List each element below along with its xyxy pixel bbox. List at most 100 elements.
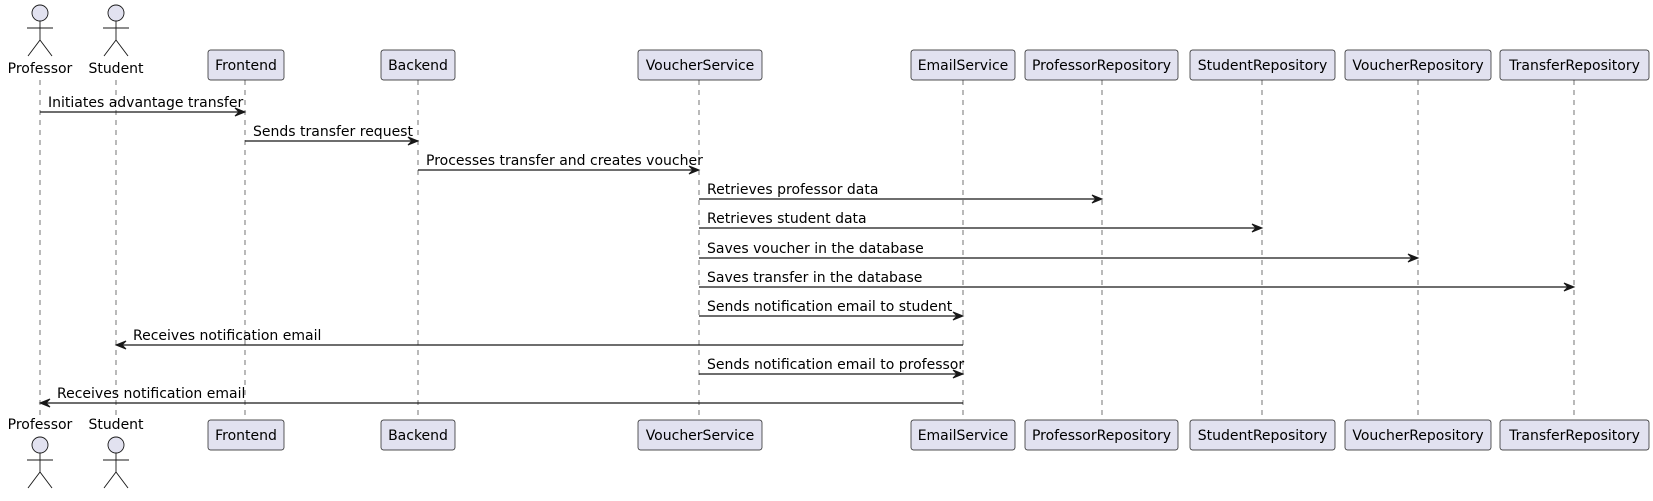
participant-frontend-bottom: Frontend xyxy=(207,419,285,451)
participant-label: VoucherService xyxy=(646,58,755,74)
participant-professorrepository-bottom: ProfessorRepository xyxy=(1024,419,1179,451)
participant-label: TransferRepository xyxy=(1508,58,1640,74)
message-2: Sends transfer request xyxy=(245,124,420,146)
actor-right-leg xyxy=(39,471,53,489)
participant-professorrepository-top: ProfessorRepository xyxy=(1024,49,1179,81)
participant-frontend-top: Frontend xyxy=(207,49,285,81)
participant-box xyxy=(1499,419,1650,451)
participant-box xyxy=(910,419,1016,451)
participant-backend-bottom: Backend xyxy=(380,419,456,451)
message-label: Sends notification email to professor xyxy=(707,357,964,373)
participant-voucherrepository-bottom: VoucherRepository xyxy=(1344,419,1492,451)
actor-head xyxy=(31,4,49,22)
arrowhead xyxy=(38,398,51,408)
message-label: Saves transfer in the database xyxy=(707,270,922,286)
actor-left-leg xyxy=(103,39,117,57)
participant-voucherrepository-top: VoucherRepository xyxy=(1344,49,1492,81)
actor-head xyxy=(31,436,49,454)
message-1: Initiates advantage transfer xyxy=(40,95,247,117)
participant-box xyxy=(380,419,456,451)
actor-professor-label-bottom: Professor xyxy=(8,417,73,433)
message-label: Retrieves student data xyxy=(707,211,867,227)
participant-label: VoucherRepository xyxy=(1352,58,1483,74)
message-label: Initiates advantage transfer xyxy=(48,95,243,111)
message-6: Saves voucher in the database xyxy=(699,241,1420,263)
message-9: Receives notification email xyxy=(114,328,963,350)
participant-label: VoucherService xyxy=(646,428,755,444)
participant-label: Backend xyxy=(388,428,448,444)
participant-label: TransferRepository xyxy=(1508,428,1640,444)
actor-student-label-bottom: Student xyxy=(88,417,144,433)
participant-box xyxy=(1024,49,1179,81)
participant-box xyxy=(1499,49,1650,81)
actor-student-figure-top xyxy=(103,4,129,57)
arrowhead xyxy=(1091,194,1104,204)
participant-label: ProfessorRepository xyxy=(1032,428,1171,444)
arrowhead xyxy=(114,340,127,350)
participant-transferrepository-top: TransferRepository xyxy=(1499,49,1650,81)
arrowhead xyxy=(1251,223,1264,233)
participant-label: Backend xyxy=(388,58,448,74)
actor-head xyxy=(107,4,125,22)
arrowhead xyxy=(688,165,701,175)
message-5: Retrieves student data xyxy=(699,211,1264,233)
participant-voucherservice-bottom: VoucherService xyxy=(637,419,763,451)
message-10: Sends notification email to professor xyxy=(699,357,965,379)
message-3: Processes transfer and creates voucher xyxy=(418,153,703,175)
message-label: Receives notification email xyxy=(133,328,321,344)
actor-right-leg xyxy=(115,471,129,489)
message-label: Saves voucher in the database xyxy=(707,241,924,257)
message-7: Saves transfer in the database xyxy=(699,270,1576,292)
message-11: Receives notification email xyxy=(38,386,963,408)
actor-left-leg xyxy=(27,39,41,57)
arrowhead xyxy=(952,369,965,379)
actor-professor-figure-bottom xyxy=(27,436,53,489)
actor-left-leg xyxy=(27,471,41,489)
message-label: Sends notification email to student xyxy=(707,299,953,315)
arrowhead xyxy=(1407,253,1420,263)
participant-label: VoucherRepository xyxy=(1352,428,1483,444)
arrowhead xyxy=(1563,282,1576,292)
participant-box xyxy=(1344,49,1492,81)
actor-professor-label-top: Professor xyxy=(8,61,73,77)
participant-label: EmailService xyxy=(918,428,1009,444)
message-8: Sends notification email to student xyxy=(699,299,965,321)
participant-box xyxy=(207,419,285,451)
participant-label: StudentRepository xyxy=(1198,428,1328,444)
participant-studentrepository-top: StudentRepository xyxy=(1189,49,1336,81)
participant-label: ProfessorRepository xyxy=(1032,58,1171,74)
message-label: Processes transfer and creates voucher xyxy=(426,153,703,169)
participants-top: Professor Student Frontend Backend VoucherSe… xyxy=(8,4,1650,81)
arrowhead xyxy=(407,136,420,146)
participant-emailservice-top: EmailService xyxy=(910,49,1016,81)
participant-box xyxy=(1189,419,1336,451)
actor-professor-figure-top xyxy=(27,4,53,57)
participant-label: Frontend xyxy=(215,428,277,444)
participant-emailservice-bottom: EmailService xyxy=(910,419,1016,451)
participant-box xyxy=(637,49,763,81)
participant-box xyxy=(1344,419,1492,451)
participant-label: StudentRepository xyxy=(1198,58,1328,74)
participant-box xyxy=(637,419,763,451)
actor-right-leg xyxy=(115,39,129,57)
message-4: Retrieves professor data xyxy=(699,182,1104,204)
message-label: Retrieves professor data xyxy=(707,182,878,198)
participant-box xyxy=(910,49,1016,81)
arrowhead xyxy=(952,311,965,321)
message-label: Sends transfer request xyxy=(253,124,413,140)
actor-left-leg xyxy=(103,471,117,489)
participant-transferrepository-bottom: TransferRepository xyxy=(1499,419,1650,451)
participant-label: EmailService xyxy=(918,58,1009,74)
message-label: Receives notification email xyxy=(57,386,245,402)
actor-student-figure-bottom xyxy=(103,436,129,489)
participant-voucherservice-top: VoucherService xyxy=(637,49,763,81)
participant-backend-top: Backend xyxy=(380,49,456,81)
participant-box xyxy=(1024,419,1179,451)
actor-student-label-top: Student xyxy=(88,61,144,77)
participant-box xyxy=(207,49,285,81)
actor-right-leg xyxy=(39,39,53,57)
participant-label: Frontend xyxy=(215,58,277,74)
actor-head xyxy=(107,436,125,454)
